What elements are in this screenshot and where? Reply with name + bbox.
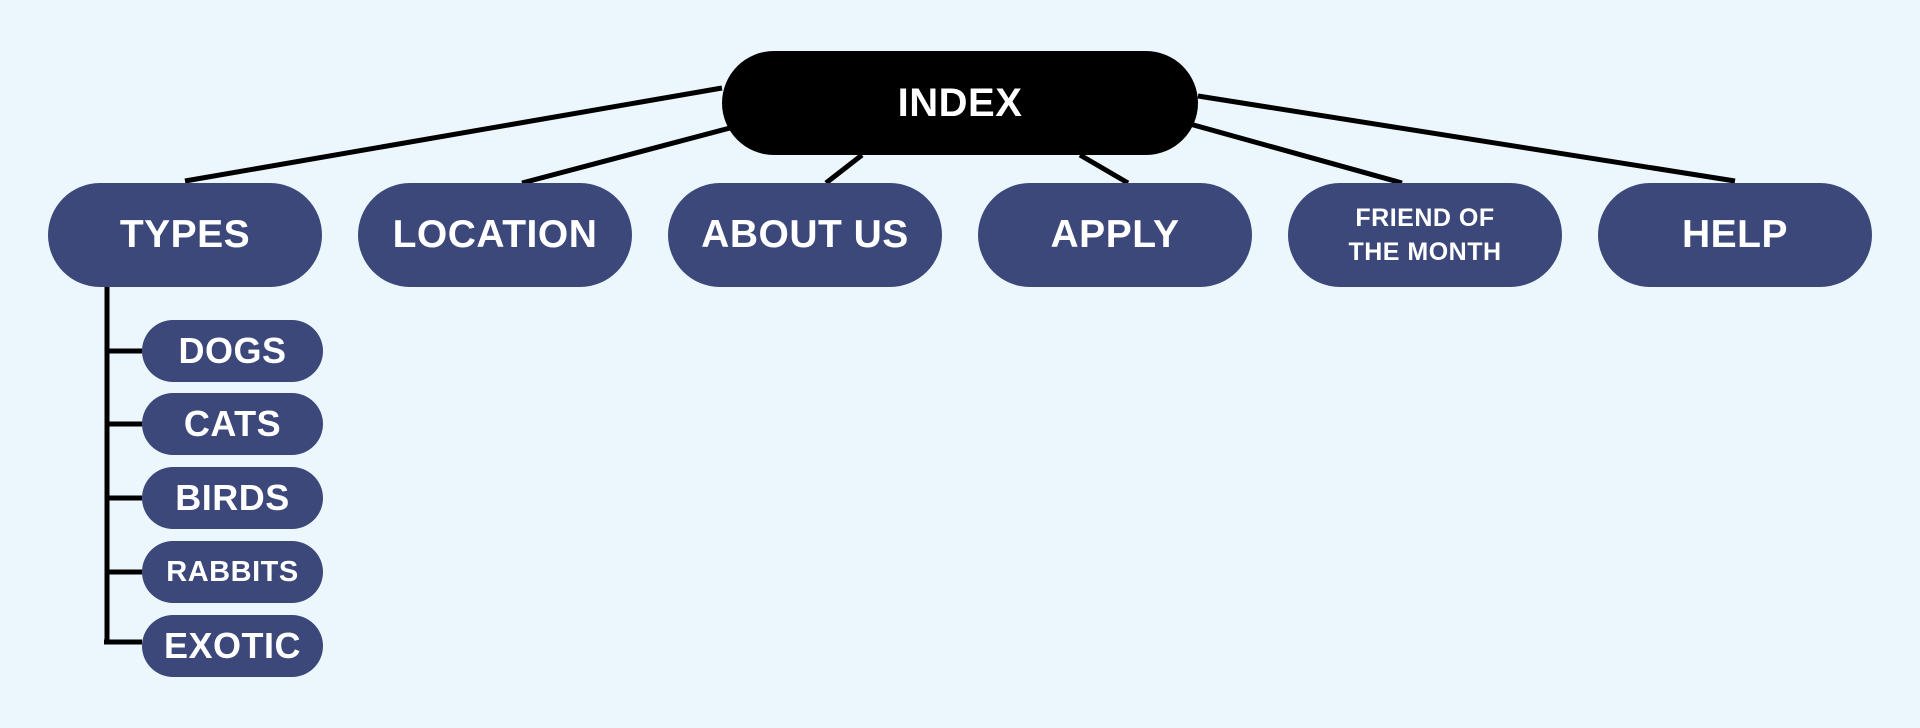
- friend-of-the-month-label-line1: FRIEND OF: [1355, 204, 1495, 232]
- index-node[interactable]: INDEX: [722, 51, 1198, 155]
- birds-node-label: BIRDS: [175, 477, 290, 518]
- location-node[interactable]: LOCATION: [358, 183, 632, 287]
- rabbits-node-label: RABBITS: [166, 555, 299, 588]
- connector-index-types: [184, 85, 723, 184]
- dogs-node-label: DOGS: [178, 330, 287, 371]
- location-node-label: LOCATION: [392, 213, 598, 256]
- connector-index-about-us: [824, 153, 864, 185]
- about-us-node-label: ABOUT US: [701, 213, 909, 256]
- cats-node-label: CATS: [183, 403, 282, 444]
- types-node-label: TYPES: [119, 213, 251, 256]
- about-us-node[interactable]: ABOUT US: [668, 183, 942, 287]
- apply-node-label: APPLY: [1050, 213, 1180, 256]
- index-node-label: INDEX: [897, 80, 1023, 125]
- friend-of-the-month-node[interactable]: FRIEND OF THE MONTH: [1288, 183, 1562, 287]
- rabbits-node[interactable]: RABBITS: [142, 541, 323, 603]
- connector-index-apply: [1078, 152, 1130, 186]
- cats-node[interactable]: CATS: [142, 393, 323, 455]
- exotic-node[interactable]: EXOTIC: [142, 615, 323, 677]
- connector-index-location: [521, 125, 731, 186]
- connector-index-friend-of-the-month: [1189, 121, 1403, 186]
- exotic-node-label: EXOTIC: [163, 625, 301, 666]
- apply-node[interactable]: APPLY: [978, 183, 1252, 287]
- types-node[interactable]: TYPES: [48, 183, 322, 287]
- dogs-node[interactable]: DOGS: [142, 320, 323, 382]
- help-node[interactable]: HELP: [1598, 183, 1872, 287]
- help-node-label: HELP: [1681, 213, 1788, 256]
- birds-node[interactable]: BIRDS: [142, 467, 323, 529]
- friend-of-the-month-label-line2: THE MONTH: [1348, 238, 1502, 266]
- connector-index-help: [1197, 93, 1736, 184]
